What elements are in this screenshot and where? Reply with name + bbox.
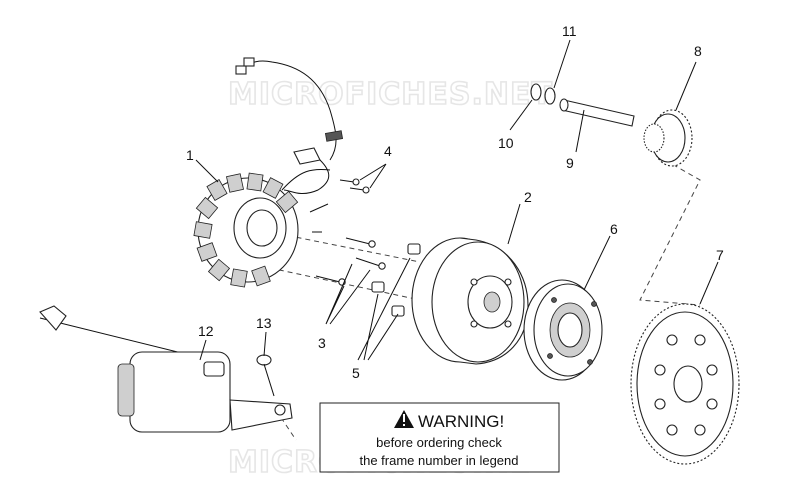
- callout-10: 10: [498, 135, 514, 151]
- callout-11: 11: [562, 23, 577, 39]
- callout-13: 13: [256, 315, 272, 331]
- warning-line-1: before ordering check: [376, 435, 502, 450]
- starter-gear: [630, 303, 740, 465]
- idler-gear: [643, 109, 693, 167]
- warning-triangle-icon: [394, 410, 414, 428]
- screws-part-4: [309, 178, 370, 233]
- stator-coil: [193, 168, 331, 288]
- screws-part-3: [315, 237, 386, 286]
- wiring-harness: [235, 57, 344, 195]
- callout-6: 6: [610, 221, 618, 237]
- flywheel-rotor: [411, 237, 529, 365]
- callout-2: 2: [524, 189, 532, 205]
- callout-3: 3: [318, 335, 326, 351]
- circlips: [530, 83, 556, 105]
- watermark-top: MICROFICHES.NET: [228, 77, 553, 112]
- callout-leaders: [195, 39, 719, 361]
- starter-motor: [39, 305, 293, 433]
- callout-12: 12: [198, 323, 214, 339]
- warning-title: WARNING!: [418, 412, 504, 431]
- callout-7: 7: [716, 247, 724, 263]
- idler-shaft: [559, 98, 635, 127]
- warning-line-2: the frame number in legend: [360, 453, 519, 468]
- callout-5: 5: [352, 365, 360, 381]
- warning-box: WARNING! before ordering check the frame…: [319, 402, 560, 473]
- callout-8: 8: [694, 43, 702, 59]
- starter-freewheel: [523, 279, 603, 381]
- dowels-part-5: [371, 243, 421, 317]
- starter-bolt: [256, 354, 275, 397]
- callout-1: 1: [186, 147, 194, 163]
- callout-4: 4: [384, 143, 392, 159]
- callout-9: 9: [566, 155, 574, 171]
